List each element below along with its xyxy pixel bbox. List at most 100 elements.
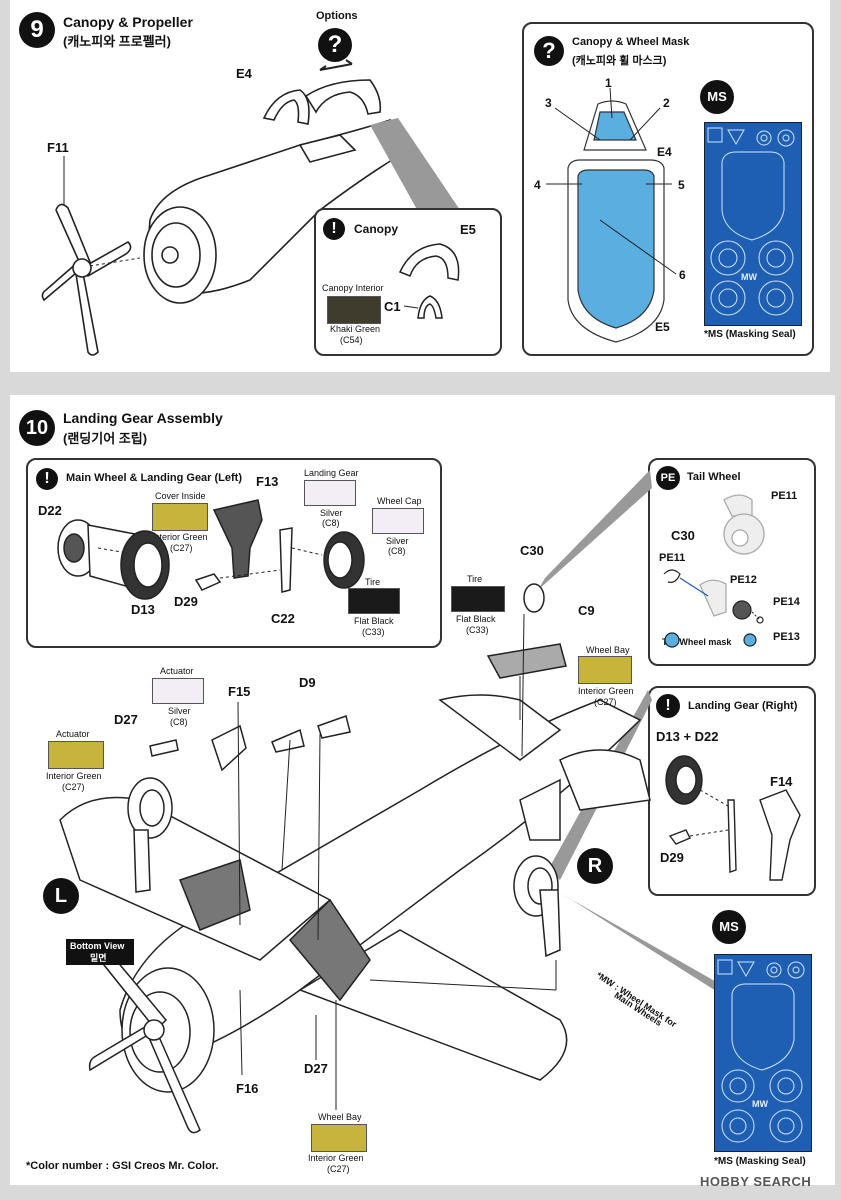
wheel-bay-bottom-swatch xyxy=(311,1124,367,1152)
main-part-d27-bottom: D27 xyxy=(304,1061,328,1076)
left-gear-info-icon: ! xyxy=(36,468,58,490)
footer-color-note: *Color number : GSI Creos Mr. Color. xyxy=(26,1160,219,1172)
r-badge: R xyxy=(577,848,613,884)
wheel-bay-top-label: Wheel Bay xyxy=(586,645,630,655)
tire-color-name-left: Flat Black xyxy=(354,616,394,626)
cover-inside-swatch xyxy=(152,503,208,531)
mask-num-4: 4 xyxy=(534,178,541,192)
tail-part-pe12: PE12 xyxy=(730,574,757,586)
masking-seal-sheet-top xyxy=(704,122,802,326)
wheel-bay-top-swatch xyxy=(578,656,632,684)
part-e4-label: E4 xyxy=(236,66,252,81)
l-badge: L xyxy=(43,878,79,914)
ms-note-top: *MS (Masking Seal) xyxy=(704,329,796,340)
wheel-cap-swatch xyxy=(372,508,424,534)
seal-mw-top: MW xyxy=(741,272,757,282)
actuator-green-label: Actuator xyxy=(56,729,90,739)
landing-gear-swatch xyxy=(304,480,356,506)
pe-badge: PE xyxy=(656,466,680,490)
right-gear-info-icon: ! xyxy=(656,694,680,718)
canopy-detail-box xyxy=(314,208,502,356)
step9-title-kr: (캐노피와 프로펠러) xyxy=(63,34,171,49)
part-f11-label: F11 xyxy=(47,140,69,155)
step9-number: 9 xyxy=(19,12,55,48)
step10-number: 10 xyxy=(19,410,55,446)
main-part-d27-top: D27 xyxy=(114,712,138,727)
mask-num-5: 5 xyxy=(678,178,685,192)
cover-inside-code: (C27) xyxy=(170,543,193,553)
mask-num-1: 1 xyxy=(605,76,612,90)
left-part-d29: D29 xyxy=(174,594,198,609)
ms-note-bottom: *MS (Masking Seal) xyxy=(714,1156,806,1167)
landing-gear-color-name: Silver xyxy=(320,508,343,518)
ms-badge-top: MS xyxy=(700,80,734,114)
bottom-view-label-kr: 밑면 xyxy=(90,953,107,963)
actuator-green-name: Interior Green xyxy=(46,771,102,781)
tire-swatch-main xyxy=(451,586,505,612)
wheel-bay-top-name: Interior Green xyxy=(578,686,634,696)
main-part-f16: F16 xyxy=(236,1081,259,1096)
tire-color-code-left: (C33) xyxy=(362,627,385,637)
left-gear-box-title: Main Wheel & Landing Gear (Left) xyxy=(66,472,243,484)
cover-inside-label: Cover Inside xyxy=(155,491,206,501)
tire-color-name-main: Flat Black xyxy=(456,614,496,624)
canopy-illustration xyxy=(262,59,382,125)
landing-gear-color-code: (C8) xyxy=(322,518,340,528)
wheel-cap-color-code: (C8) xyxy=(388,546,406,556)
right-part-f14: F14 xyxy=(770,774,793,789)
step9-title: Canopy & Propeller xyxy=(63,14,193,30)
wheel-cap-label: Wheel Cap xyxy=(377,496,422,506)
mask-part-e4: E4 xyxy=(657,145,672,159)
canopy-box-title: Canopy xyxy=(354,222,399,236)
canopy-part-e5: E5 xyxy=(460,222,476,237)
wheel-cap-color-name: Silver xyxy=(386,536,409,546)
actuator-green-code: (C27) xyxy=(62,782,85,792)
right-gear-title: Landing Gear (Right) xyxy=(688,700,798,712)
canopy-info-icon: ! xyxy=(323,218,345,240)
main-part-d9: D9 xyxy=(299,675,316,690)
tire-swatch-left xyxy=(348,588,400,614)
khaki-green-swatch xyxy=(327,296,381,324)
mask-box-title: Canopy & Wheel Mask xyxy=(572,36,690,48)
tail-part-pe14: PE14 xyxy=(773,596,800,608)
tail-wheel-title: Tail Wheel xyxy=(687,471,741,483)
mask-num-6: 6 xyxy=(679,268,686,282)
right-part-d13-d22: D13 + D22 xyxy=(656,729,719,744)
mask-box-title-kr: (캐노피와 휠 마스크) xyxy=(572,55,667,67)
tail-part-pe11-a: PE11 xyxy=(771,490,798,502)
tail-wheel-mask-label: Tail Wheel mask xyxy=(662,637,732,647)
actuator-silver-swatch xyxy=(152,678,204,704)
tire-label-left: Tire xyxy=(365,577,381,587)
masking-seal-sheet-bottom xyxy=(714,954,812,1152)
main-part-f15: F15 xyxy=(228,684,251,699)
actuator-silver-label: Actuator xyxy=(160,666,194,676)
propeller-illustration xyxy=(41,156,132,356)
cover-inside-name: Interior Green xyxy=(152,532,208,542)
hobby-search-watermark: HOBBY SEARCH xyxy=(700,1174,812,1189)
tire-color-code-main: (C33) xyxy=(466,625,489,635)
ms-badge-bottom: MS xyxy=(712,910,746,944)
seal-mw-bottom: MW xyxy=(752,1099,768,1109)
mask-question-icon: ? xyxy=(534,36,564,66)
mask-part-e5: E5 xyxy=(655,320,670,334)
options-label: Options xyxy=(316,10,358,22)
left-part-d13: D13 xyxy=(131,602,155,617)
step9-drawing xyxy=(41,59,460,356)
landing-gear-label: Landing Gear xyxy=(304,468,359,478)
right-part-d29: D29 xyxy=(660,850,684,865)
main-part-c9: C9 xyxy=(578,603,595,618)
tire-label-main: Tire xyxy=(467,574,483,584)
canopy-interior-label: Canopy Interior xyxy=(322,283,384,293)
fuselage-illustration xyxy=(143,118,393,304)
actuator-green-swatch xyxy=(48,741,104,769)
bottom-view-label: Bottom View xyxy=(70,941,125,951)
left-part-f13: F13 xyxy=(256,474,279,489)
left-part-c22: C22 xyxy=(271,611,295,626)
tail-part-pe13: PE13 xyxy=(773,631,800,643)
actuator-silver-name: Silver xyxy=(168,706,191,716)
tail-part-pe11-b: PE11 xyxy=(659,552,686,564)
khaki-green-name: Khaki Green xyxy=(330,324,381,334)
tail-part-c30: C30 xyxy=(671,528,695,543)
mask-num-3: 3 xyxy=(545,96,552,110)
canopy-part-c1: C1 xyxy=(384,299,401,314)
